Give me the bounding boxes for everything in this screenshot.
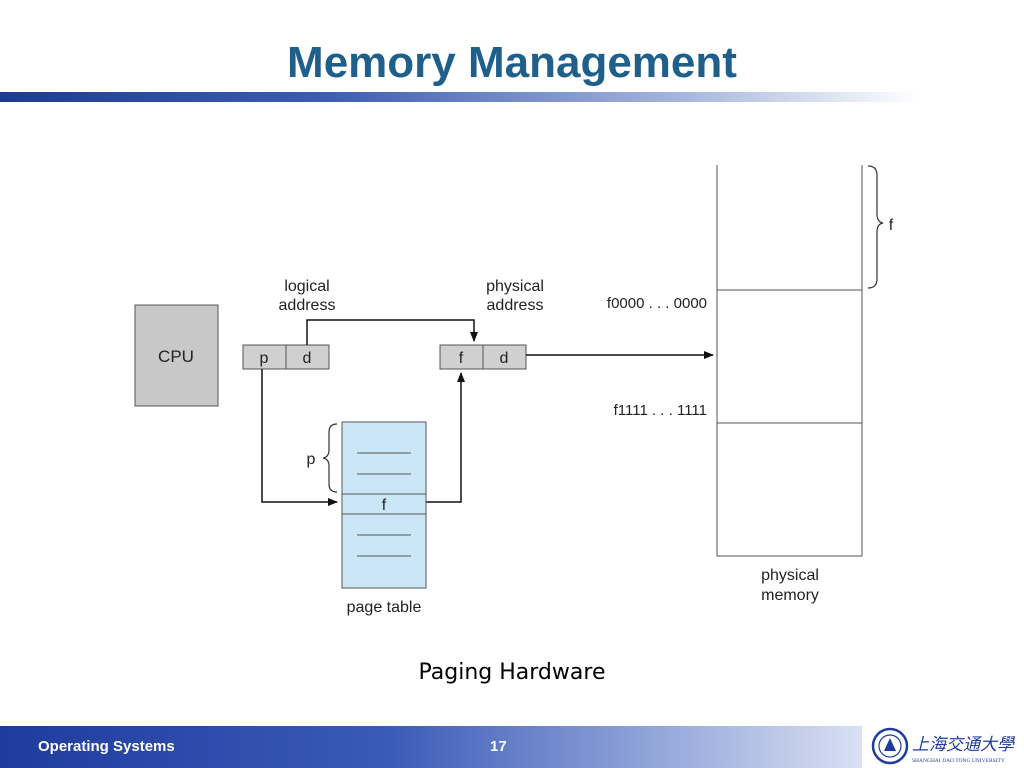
- university-english-name: SHANGHAI JIAO TONG UNIVERSITY: [912, 758, 1005, 764]
- footer-course-label: Operating Systems: [38, 738, 175, 755]
- physical-register-f-field: [439, 344, 484, 370]
- physical-d-label: d: [500, 350, 509, 367]
- page-index-label: p: [307, 451, 316, 468]
- physical-memory-label-line1: physical: [761, 567, 819, 584]
- frame-brace-label: f: [889, 217, 894, 234]
- frame-end-address: f1111 . . . 1111: [614, 402, 707, 419]
- cpu-label: CPU: [158, 347, 194, 366]
- logical-d-label: d: [303, 350, 312, 367]
- logical-address-label-line2: address: [279, 297, 336, 314]
- figure-caption: Paging Hardware: [418, 660, 606, 685]
- footer-bar: Operating Systems 17: [0, 726, 862, 768]
- university-logo: 上海交通大學 SHANGHAI JIAO TONG UNIVERSITY: [871, 727, 1016, 765]
- title-underline-bar: [0, 92, 920, 102]
- logical-p-label: p: [260, 350, 269, 367]
- slide-title: Memory Management: [287, 38, 737, 87]
- logical-address-label-line1: logical: [284, 278, 329, 295]
- physical-memory-outline: [716, 165, 863, 557]
- frame-brace: [867, 165, 884, 289]
- physical-f-label: f: [459, 350, 464, 367]
- frame-start-address: f0000 . . . 0000: [607, 295, 707, 312]
- page-table-label: page table: [347, 599, 422, 616]
- page-table-selected-entry: [341, 493, 427, 515]
- university-chinese-name: 上海交通大學: [912, 735, 1016, 755]
- page-number-arrow: [261, 369, 338, 506]
- logical-register-d-field: [285, 344, 330, 370]
- frame-number-arrow: [426, 372, 465, 503]
- page-table-entry-f: f: [382, 497, 387, 514]
- page-number: 17: [490, 738, 507, 755]
- physical-register-d-field: [482, 344, 527, 370]
- offset-passthrough-arrow: [306, 319, 478, 345]
- page-index-brace: [322, 423, 338, 493]
- physical-memory-label-line2: memory: [761, 587, 819, 604]
- cpu-box: [134, 304, 219, 407]
- physical-address-label-line2: address: [487, 297, 544, 314]
- physical-address-label-line1: physical: [486, 278, 544, 295]
